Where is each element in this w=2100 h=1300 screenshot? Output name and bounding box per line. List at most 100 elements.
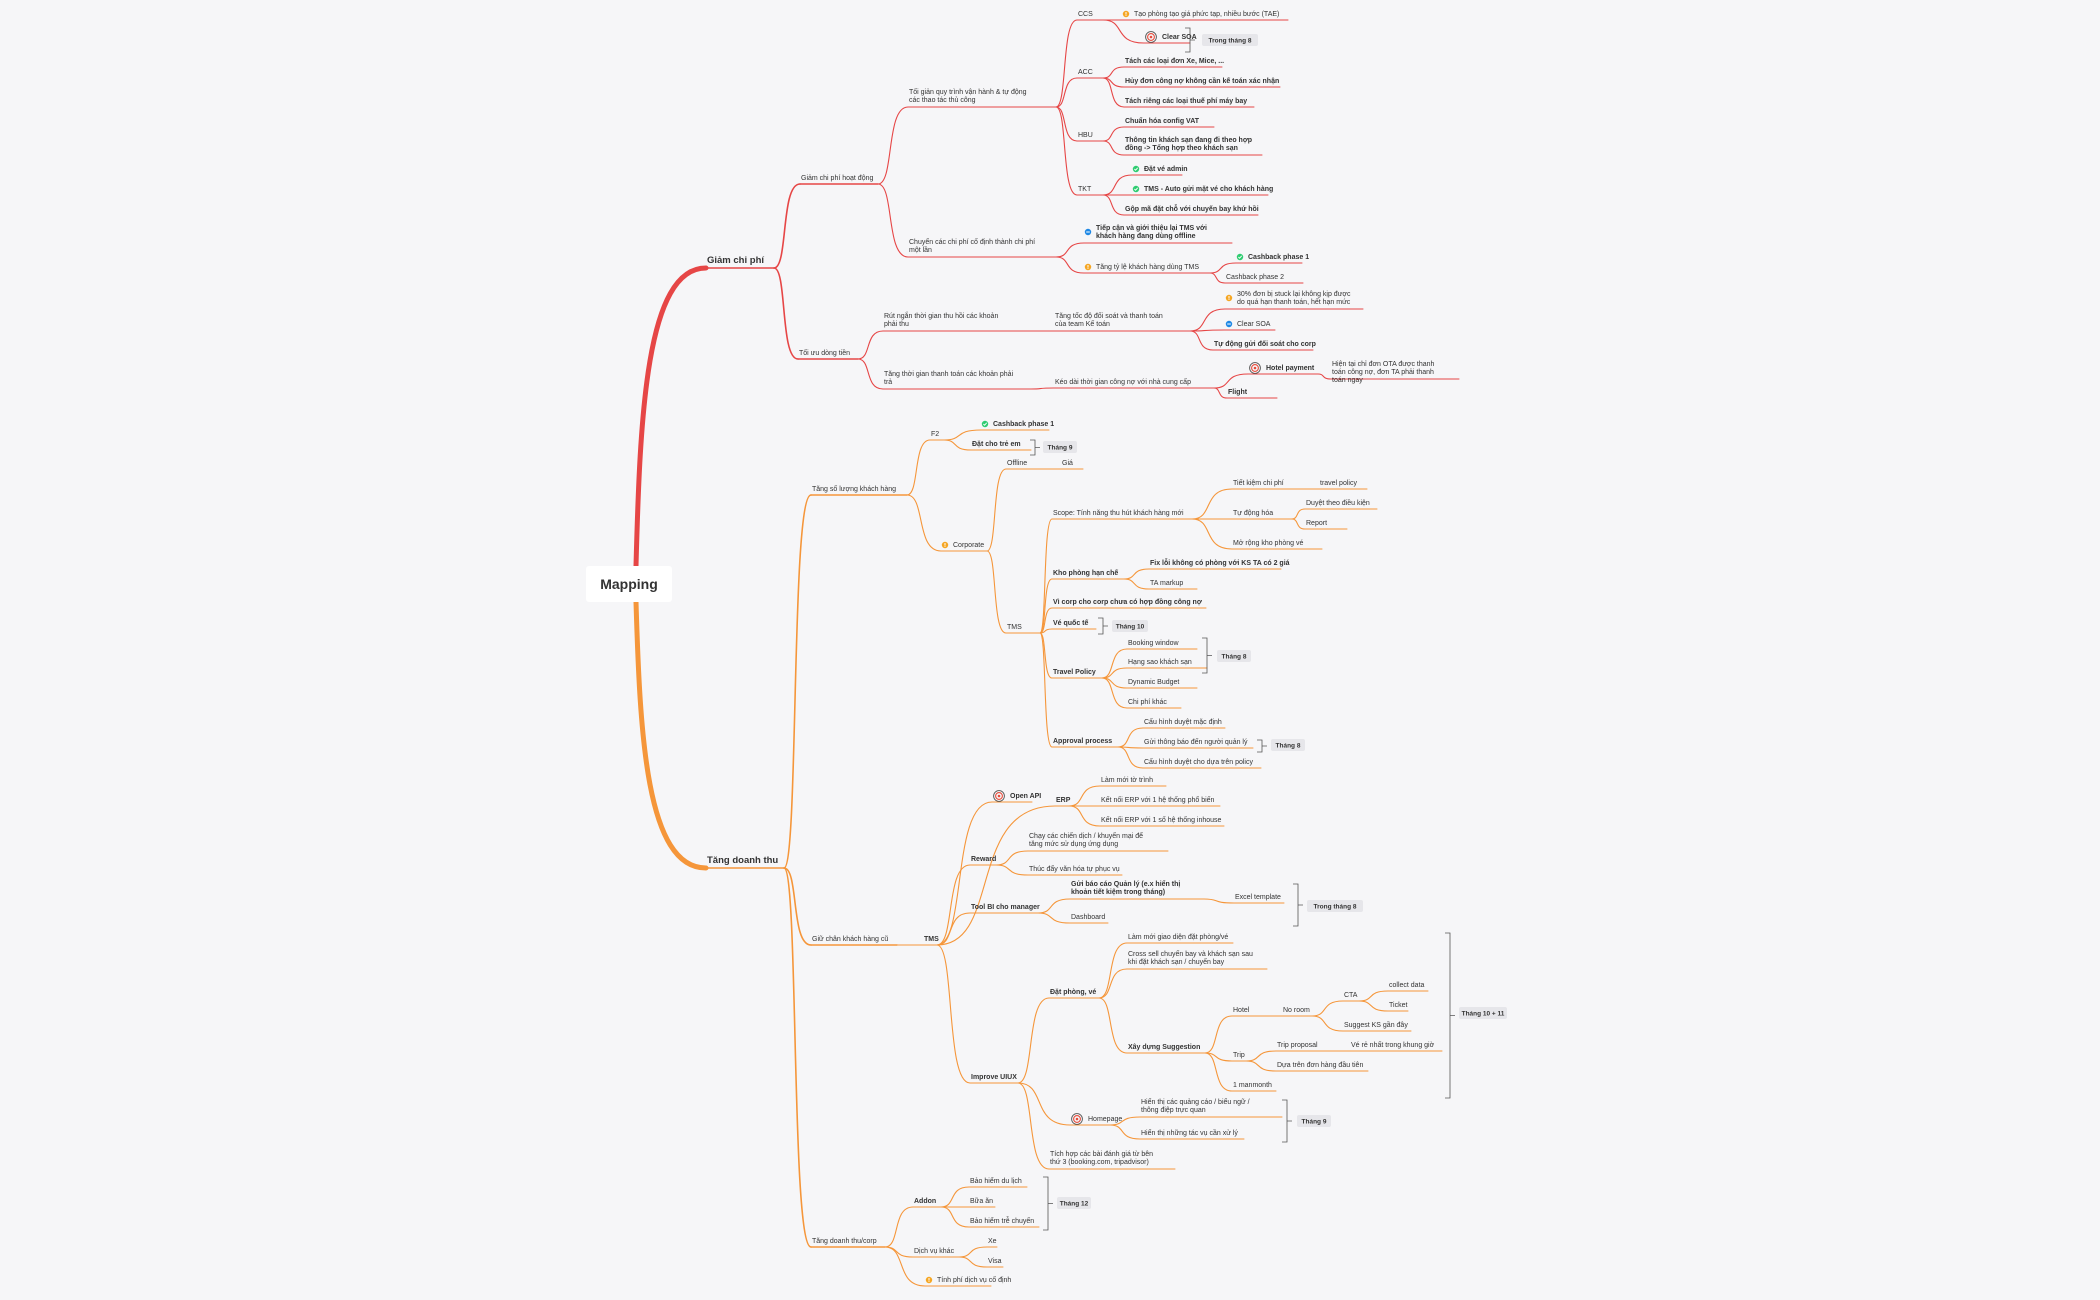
mindmap-node[interactable]: Tool BI cho manager bbox=[971, 904, 1040, 911]
mindmap-node[interactable]: Scope: Tính năng thu hút khách hàng mới bbox=[1053, 510, 1184, 517]
mindmap-node[interactable]: No room bbox=[1283, 1007, 1310, 1014]
mindmap-node[interactable]: Gộp mã đặt chỗ với chuyến bay khứ hồi bbox=[1125, 204, 1259, 213]
timeline-tag[interactable]: Tháng 12 bbox=[1057, 1197, 1091, 1209]
mindmap-node[interactable]: Kho phòng hạn chế bbox=[1053, 569, 1118, 577]
mindmap-node[interactable]: Tăng thời gian thanh toán các khoản phải… bbox=[884, 371, 1014, 386]
mindmap-node[interactable]: Mở rộng kho phòng vé bbox=[1233, 539, 1303, 547]
mindmap-node[interactable]: TKT bbox=[1078, 186, 1092, 193]
mindmap-node[interactable]: Improve UIUX bbox=[971, 1074, 1017, 1081]
mindmap-node[interactable]: Tăng số lượng khách hàng bbox=[812, 484, 896, 493]
branch-title[interactable]: Tăng doanh thu bbox=[707, 855, 778, 866]
mindmap-node[interactable]: Thúc đẩy văn hóa tự phục vụ bbox=[1029, 865, 1120, 873]
mindmap-node[interactable]: Bữa ăn bbox=[970, 1198, 993, 1205]
mindmap-node[interactable]: Cashback phase 1 bbox=[981, 420, 1054, 428]
mindmap-node[interactable]: Giảm chi phí hoạt động bbox=[801, 175, 873, 182]
mindmap-node[interactable]: Tự động hóa bbox=[1233, 510, 1273, 517]
mindmap-node[interactable]: Offline bbox=[1007, 460, 1027, 467]
mindmap-node[interactable]: Hiển thị các quảng cáo / biểu ngữ /thông… bbox=[1141, 1098, 1250, 1114]
mindmap-node[interactable]: Hotel bbox=[1233, 1007, 1250, 1014]
mindmap-node[interactable]: collect data bbox=[1389, 982, 1425, 989]
mindmap-node[interactable]: Giữ chân khách hàng cũ bbox=[812, 936, 888, 943]
mindmap-node[interactable]: TMS bbox=[924, 936, 939, 943]
mindmap-node[interactable]: Kéo dài thời gian công nợ với nhà cung c… bbox=[1055, 377, 1191, 386]
mindmap-node[interactable]: Dashboard bbox=[1071, 914, 1105, 921]
mindmap-node[interactable]: Addon bbox=[914, 1198, 936, 1205]
mindmap-node[interactable]: Làm mới tờ trình bbox=[1101, 777, 1153, 784]
mindmap-node[interactable]: Reward bbox=[971, 856, 996, 863]
mindmap-node[interactable]: F2 bbox=[931, 431, 939, 438]
mindmap-node[interactable]: Tạo phòng tạo giá phức tạp, nhiều bước (… bbox=[1122, 9, 1280, 18]
mindmap-node[interactable]: Kết nối ERP với 1 số hệ thống inhouse bbox=[1101, 815, 1222, 824]
timeline-tag[interactable]: Tháng 8 bbox=[1217, 650, 1251, 662]
mindmap-node[interactable]: Đặt cho trẻ em bbox=[972, 441, 1021, 448]
mindmap-node[interactable]: Fix lỗi không có phòng với KS TA có 2 gi… bbox=[1150, 558, 1290, 567]
mindmap-node[interactable]: Approval process bbox=[1053, 738, 1112, 745]
mindmap-node[interactable]: Corporate bbox=[941, 541, 984, 549]
mindmap-node[interactable]: TMS - Auto gửi mặt vé cho khách hàng bbox=[1132, 185, 1273, 193]
mindmap-node[interactable]: Chuyển các chi phí cố định thành chi phí… bbox=[909, 237, 1035, 254]
timeline-tag[interactable]: Tháng 8 bbox=[1271, 739, 1305, 751]
timeline-tag[interactable]: Trong tháng 8 bbox=[1202, 34, 1258, 46]
mindmap-node[interactable]: 1 manmonth bbox=[1233, 1082, 1272, 1089]
mindmap-node[interactable]: Tăng tỷ lệ khách hàng dùng TMS bbox=[1084, 263, 1200, 271]
mindmap-node[interactable]: CTA bbox=[1344, 992, 1358, 999]
mindmap-node[interactable]: Duyệt theo điều kiện bbox=[1306, 498, 1370, 507]
mindmap-node[interactable]: Kết nối ERP với 1 hệ thống phổ biến bbox=[1101, 795, 1215, 804]
mindmap-node[interactable]: ACC bbox=[1078, 69, 1093, 76]
mindmap-node[interactable]: Hủy đơn công nợ không cần kế toán xác nh… bbox=[1125, 76, 1279, 85]
mindmap-node[interactable]: Dựa trên đơn hàng đầu tiên bbox=[1277, 1060, 1363, 1069]
mindmap-node[interactable]: Suggest KS gần đây bbox=[1344, 1020, 1408, 1029]
mindmap-node[interactable]: Hotel payment bbox=[1249, 362, 1315, 374]
mindmap-node[interactable]: Tách riêng các loại thuế phí máy bay bbox=[1125, 97, 1247, 105]
mindmap-node[interactable]: Tối ưu dòng tiền bbox=[799, 348, 850, 357]
mindmap-node[interactable]: Dynamic Budget bbox=[1128, 679, 1179, 686]
mindmap-node[interactable]: Xe bbox=[988, 1238, 997, 1245]
mindmap-node[interactable]: Tự động gửi đối soát cho corp bbox=[1214, 340, 1316, 348]
mindmap-node[interactable]: Booking window bbox=[1128, 640, 1180, 647]
mindmap-node[interactable]: Cashback phase 1 bbox=[1236, 253, 1309, 261]
mindmap-node[interactable]: Cấu hình duyệt mặc định bbox=[1144, 717, 1222, 726]
timeline-tag[interactable]: Tháng 9 bbox=[1043, 441, 1077, 453]
mindmap-node[interactable]: Vé rẻ nhất trong khung giờ bbox=[1351, 1040, 1435, 1049]
mindmap-node[interactable]: Visa bbox=[988, 1258, 1002, 1265]
mindmap-node[interactable]: Flight bbox=[1228, 389, 1248, 396]
mindmap-node[interactable]: Hiển thị những tác vụ cần xử lý bbox=[1141, 1128, 1238, 1137]
timeline-tag[interactable]: Tháng 9 bbox=[1297, 1115, 1331, 1127]
mindmap-node[interactable]: Chi phí khác bbox=[1128, 699, 1167, 706]
mindmap-node[interactable]: Clear SOA bbox=[1145, 31, 1197, 43]
mindmap-node[interactable]: Xây dựng Suggestion bbox=[1128, 1044, 1200, 1051]
mindmap-node[interactable]: Clear SOA bbox=[1225, 320, 1271, 328]
mindmap-node[interactable]: Tách các loại đơn Xe, Mice, ... bbox=[1125, 58, 1224, 65]
mindmap-node[interactable]: Tiết kiệm chi phí bbox=[1233, 478, 1284, 487]
mindmap-node[interactable]: Trip proposal bbox=[1277, 1042, 1318, 1049]
mindmap-node[interactable]: Excel template bbox=[1235, 894, 1281, 901]
branch-title[interactable]: Giảm chi phí bbox=[707, 255, 764, 266]
mindmap-node[interactable]: Cashback phase 2 bbox=[1226, 274, 1284, 281]
mindmap-node[interactable]: Ticket bbox=[1389, 1002, 1407, 1009]
mindmap-node[interactable]: TA markup bbox=[1150, 580, 1183, 587]
mindmap-node[interactable]: Trip bbox=[1233, 1052, 1245, 1059]
mindmap-node[interactable]: Bảo hiểm trễ chuyến bbox=[970, 1216, 1034, 1225]
mindmap-node[interactable]: Tính phí dịch vụ cố định bbox=[925, 1275, 1012, 1284]
root-node[interactable]: Mapping bbox=[586, 566, 672, 602]
mindmap-node[interactable]: TMS bbox=[1007, 624, 1022, 631]
mindmap-node[interactable]: Cấu hình duyệt cho dựa trên policy bbox=[1144, 757, 1253, 766]
timeline-tag[interactable]: Tháng 10 + 11 bbox=[1459, 1007, 1507, 1019]
mindmap-node[interactable]: Open API bbox=[993, 790, 1042, 802]
mindmap-node[interactable]: Dịch vụ khác bbox=[914, 1248, 955, 1255]
mindmap-node[interactable]: Vì corp cho corp chưa có hợp đồng công n… bbox=[1053, 597, 1202, 606]
mindmap-node[interactable]: Chuẩn hóa config VAT bbox=[1125, 117, 1200, 125]
mindmap-node[interactable]: Giá bbox=[1062, 460, 1073, 467]
mindmap-node[interactable]: Gửi thông báo đến người quản lý bbox=[1144, 737, 1248, 746]
mindmap-node[interactable]: ERP bbox=[1056, 797, 1071, 804]
mindmap-node[interactable]: Vé quốc tế bbox=[1053, 619, 1089, 627]
mindmap-node[interactable]: Tăng doanh thu/corp bbox=[812, 1238, 877, 1245]
